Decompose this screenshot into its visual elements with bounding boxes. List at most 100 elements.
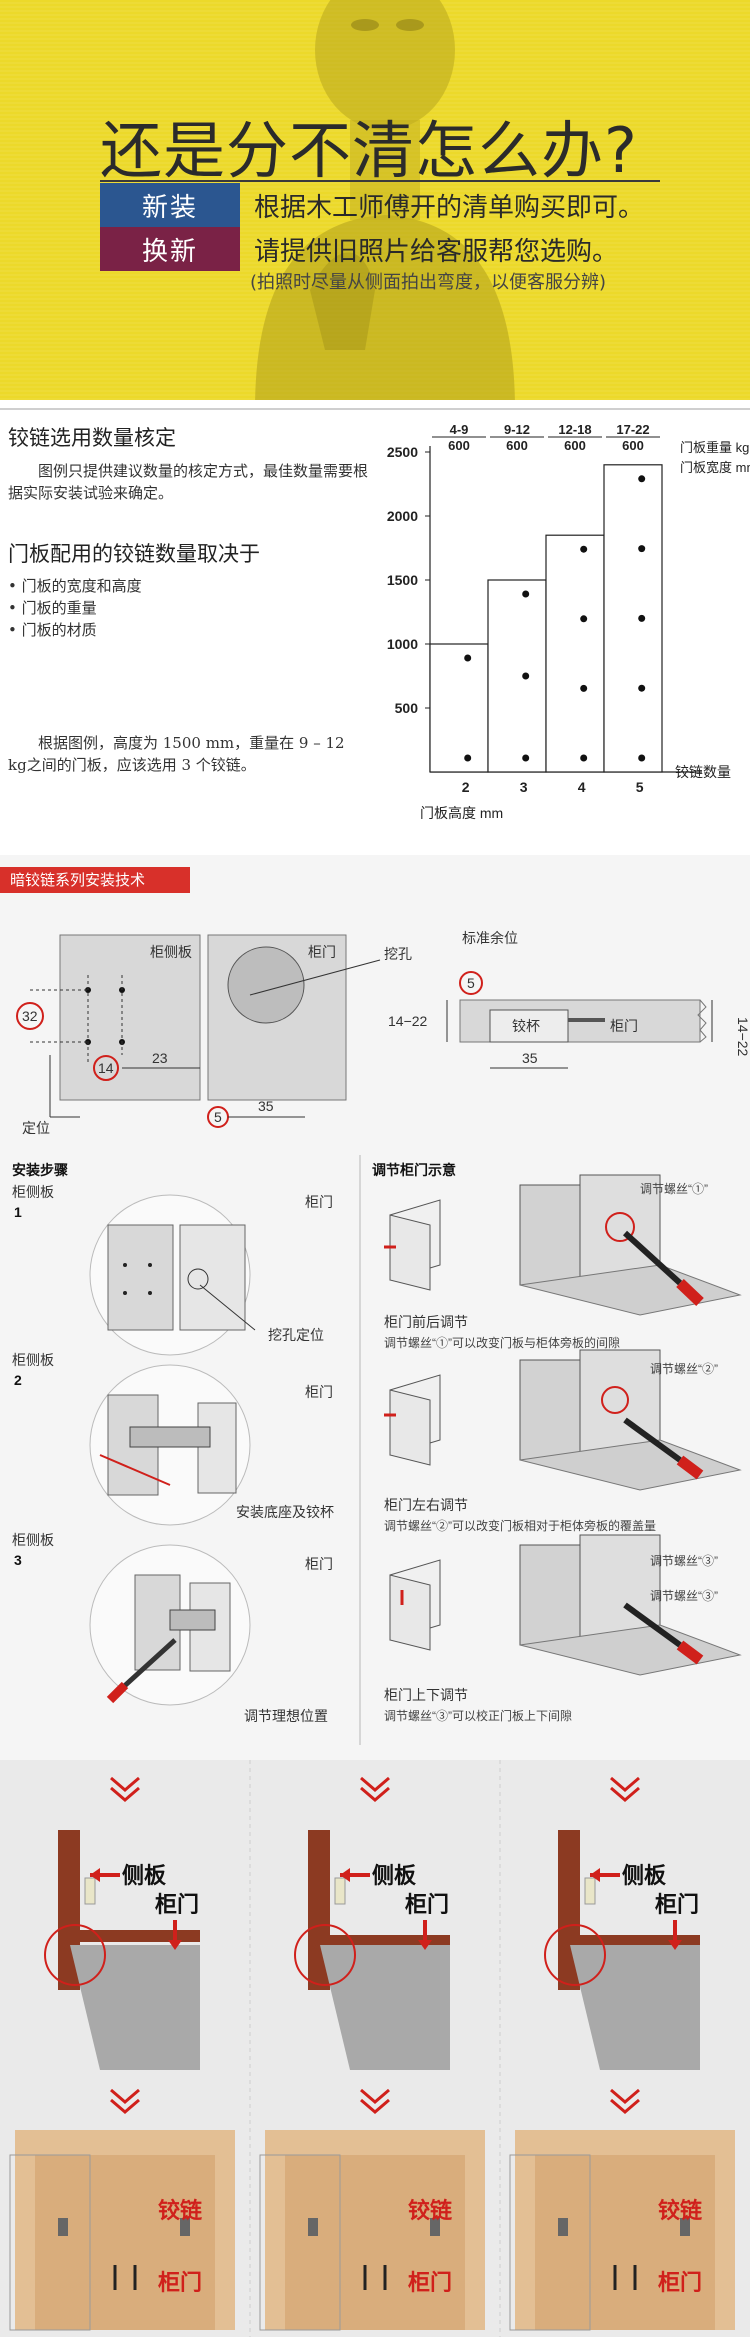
weight-label: 9-12 — [504, 422, 530, 437]
label-hole: 挖孔 — [384, 946, 412, 962]
adjust3-title: 柜门上下调节 — [384, 1687, 468, 1703]
hinge-count-chart: 500100015002000250024-960039-12600412-18… — [387, 422, 750, 821]
adjust2-desc: 调节螺丝“②”可以改变门板相对于柜体旁板的覆盖量 — [384, 1518, 656, 1533]
hinge-dot — [464, 654, 472, 662]
label-cup: 铰杯 — [512, 1018, 540, 1034]
hinge-dot — [638, 684, 646, 692]
door-board — [320, 1945, 450, 2070]
x-tick-label: 3 — [520, 779, 528, 795]
x-tick-label: 2 — [462, 779, 470, 795]
x-axis-label: 铰链数量 — [675, 764, 731, 780]
hinge-label: 铰链 — [158, 2198, 202, 2223]
installation-diagram: 柜侧板 柜门 挖孔 32 14 23 定位 5 35 标准余位 — [12, 930, 750, 1745]
screw2-label: 调节螺丝“②” — [650, 1362, 718, 1376]
screw3a-label: 调节螺丝“③” — [650, 1554, 718, 1568]
hinge-icon — [180, 2218, 190, 2236]
dim-32: 32 — [22, 1008, 38, 1024]
screw1-label: 调节螺丝“①” — [640, 1182, 708, 1196]
count-heading: 铰链选用数量核定 — [8, 426, 176, 450]
new-install-row: 新装 根据木工师傅开的清单购买即可。 — [100, 182, 644, 228]
factor-item: 门板的宽度和高度 — [8, 575, 142, 597]
hinge-icon — [308, 2218, 318, 2236]
weight-label: 12-18 — [558, 422, 591, 437]
hinge-count-section: 铰链选用数量核定 图例只提供建议数量的核定方式，最佳数量需要根据实际安装试验来确… — [0, 400, 750, 840]
installation-section: 柜侧板 柜门 挖孔 32 14 23 定位 5 35 标准余位 — [0, 855, 750, 1760]
x-tick-label: 4 — [578, 779, 586, 795]
down-chevron-icon — [360, 1776, 390, 1792]
cabinet-door-label: 柜门 — [408, 2270, 452, 2295]
hinge-icon — [84, 1877, 96, 1905]
replace-row: 换新 请提供旧照片给客服帮您选购。 — [100, 226, 618, 272]
hinge-dot — [580, 754, 588, 762]
label-cabinet-side: 柜侧板 — [150, 944, 192, 960]
cabinet-inner — [35, 2155, 215, 2330]
door-outline — [259, 2154, 341, 2331]
step2-side: 柜侧板 — [12, 1352, 54, 1368]
dim-5b: 5 — [467, 975, 475, 991]
label-margin: 标准余位 — [462, 930, 518, 946]
label-door: 柜门 — [308, 944, 336, 960]
side-board-label: 侧板 — [622, 1863, 667, 1888]
adjust2-title: 柜门左右调节 — [384, 1497, 468, 1513]
count-example: 根据图例，高度为 1500 mm，重量在 9 – 12 kg之间的门板，应该选用… — [8, 734, 345, 774]
x-tick-label: 5 — [636, 779, 644, 795]
step3-side: 柜侧板 — [12, 1532, 54, 1548]
door-label: 柜门 — [155, 1892, 199, 1917]
hinge-dot — [638, 475, 646, 483]
bar — [545, 534, 605, 773]
side-board-label: 侧板 — [122, 1863, 167, 1888]
cabinet-photos-section: 侧板柜门铰链柜门侧板柜门铰链柜门侧板柜门铰链柜门 — [0, 1760, 750, 2337]
step1-door: 柜门 — [305, 1194, 333, 1210]
down-chevron-icon — [360, 2098, 390, 2114]
dim-35b: 35 — [522, 1050, 538, 1066]
hinge-dot — [464, 754, 472, 762]
hinge-dot — [580, 615, 588, 623]
hinge-icon — [58, 2218, 68, 2236]
replace-text: 请提供旧照片给客服帮您选购。 — [254, 236, 619, 267]
weight-label: 17-22 — [616, 422, 649, 437]
down-chevron-icon — [360, 2088, 390, 2104]
down-chevron-icon — [610, 2098, 640, 2114]
door-outline — [9, 2154, 91, 2331]
hinge-label: 铰链 — [658, 2198, 702, 2223]
hinge-dot — [638, 545, 646, 553]
y-tick-label: 500 — [395, 700, 419, 716]
section-divider — [0, 408, 750, 410]
factor-item: 门板的材质 — [8, 619, 142, 641]
step3-number: 3 — [14, 1552, 22, 1568]
hinge-dot — [638, 754, 646, 762]
hinge-highlight — [44, 1924, 106, 1986]
hinge-dot — [522, 590, 530, 598]
hinge-icon — [680, 2218, 690, 2236]
step2-caption: 安装底座及铰杯 — [236, 1504, 334, 1520]
steps-heading: 安装步骤 — [12, 1162, 68, 1178]
bar — [429, 643, 489, 773]
down-chevron-icon — [610, 2088, 640, 2104]
dim-14-22: 14−22 — [388, 1013, 428, 1029]
door-edge — [70, 1930, 200, 1942]
cup-hole — [227, 946, 305, 1024]
width-label: 600 — [564, 438, 586, 453]
door-board — [70, 1945, 200, 2070]
banner: 还是分不清怎么办? 新装 根据木工师傅开的清单购买即可。 换新 请提供旧照片给客… — [0, 0, 750, 400]
hinge-highlight — [544, 1924, 606, 1986]
weight-label: 4-9 — [450, 422, 469, 437]
bar — [603, 464, 663, 773]
hinge-label: 铰链 — [408, 2198, 452, 2223]
step1-caption: 挖孔定位 — [268, 1327, 324, 1343]
cabinet-inner — [535, 2155, 715, 2330]
title-underline — [100, 180, 660, 182]
down-chevron-icon — [110, 2098, 140, 2114]
y-tick-label: 1000 — [387, 636, 418, 652]
hinge-icon — [558, 2218, 568, 2236]
screw3b-label: 调节螺丝“③” — [650, 1589, 718, 1603]
down-chevron-icon — [610, 1786, 640, 1802]
adjust1-desc: 调节螺丝“①”可以改变门板与柜体旁板的间隙 — [384, 1335, 620, 1350]
factor-item: 门板的重量 — [8, 597, 142, 619]
weight-axis-label: 门板重量 kg — [680, 440, 749, 455]
step2-number: 2 — [14, 1372, 22, 1388]
hinge-dot — [522, 672, 530, 680]
dim-23: 23 — [152, 1050, 168, 1066]
